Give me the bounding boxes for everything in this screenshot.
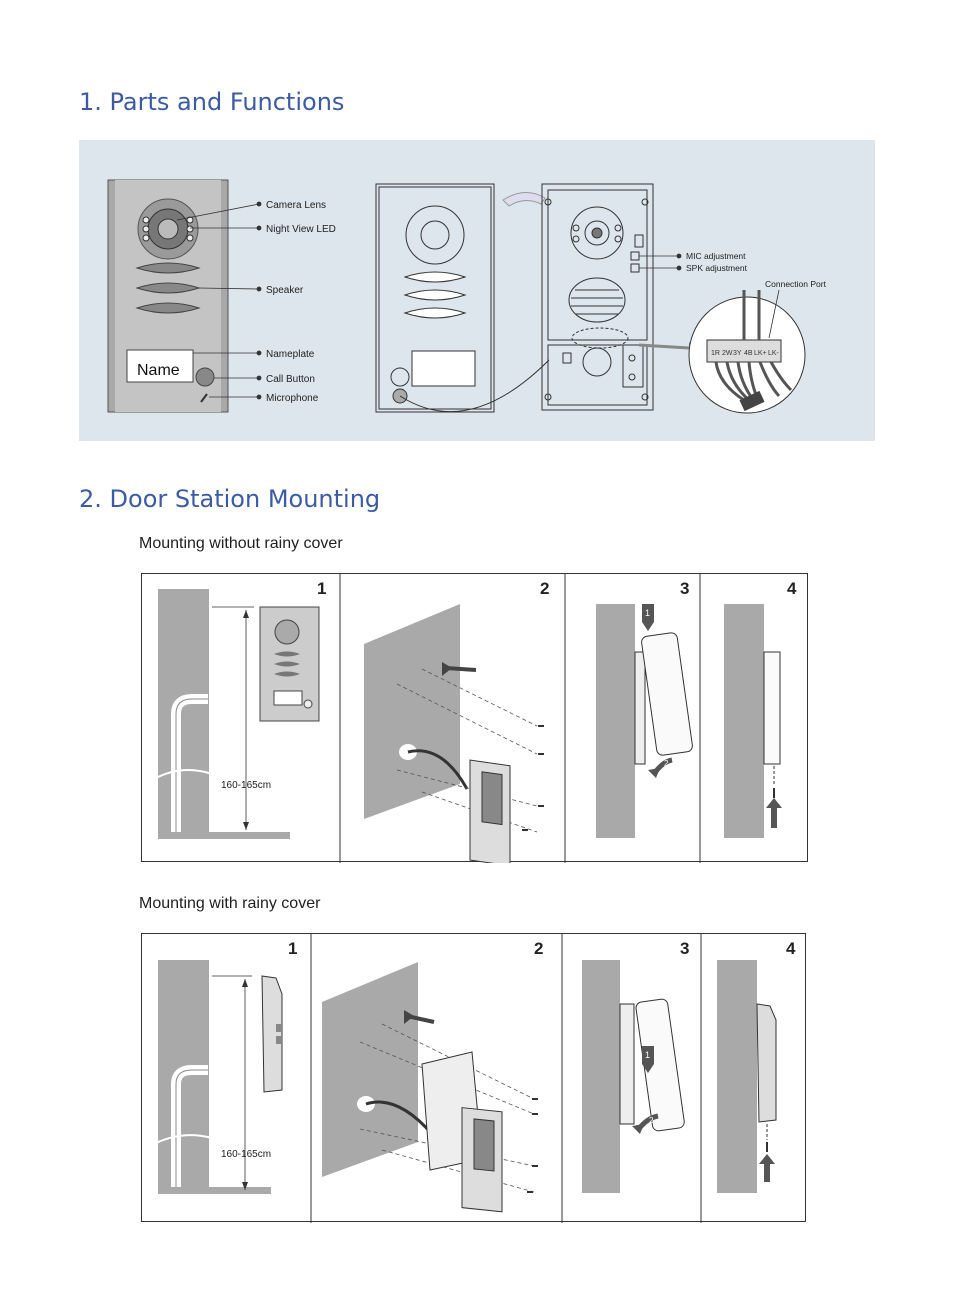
step-number-3: 3 bbox=[680, 579, 689, 598]
nameplate-text: Name bbox=[137, 362, 180, 379]
step-number-4: 4 bbox=[787, 579, 797, 598]
step-number-1: 1 bbox=[317, 579, 326, 598]
step4-fix-screw bbox=[724, 604, 782, 838]
terminal-2w: 2W bbox=[722, 350, 733, 357]
cover-step1-wall-height: 160-165cm bbox=[153, 960, 283, 1194]
rotate-arrow-icon bbox=[502, 192, 546, 207]
label-microphone: Microphone bbox=[266, 393, 319, 404]
cover-arrow-step-mark-2: 2 bbox=[649, 1116, 654, 1125]
terminal-4b: 4B bbox=[744, 350, 753, 357]
parts-functions-panel: Name Camera Lens Night View LED Speaker … bbox=[79, 140, 875, 441]
terminal-lk-plus: LK+ bbox=[754, 350, 767, 357]
mounting-steps-with-cover: 1 2 3 4 160-165cm bbox=[141, 933, 806, 1223]
terminal-lk-minus: LK- bbox=[768, 350, 780, 357]
connection-port-detail: 1R 2W 3Y 4B LK+ LK- bbox=[688, 289, 806, 414]
label-connection-port: Connection Port bbox=[765, 279, 827, 289]
step1-wall-height: 160-165cm bbox=[153, 589, 320, 839]
height-label: 160-165cm bbox=[221, 780, 271, 791]
step-number-2: 2 bbox=[540, 579, 549, 598]
door-station-back bbox=[541, 183, 654, 411]
label-speaker: Speaker bbox=[266, 285, 304, 296]
cover-step-number-2: 2 bbox=[534, 939, 543, 958]
terminal-3y: 3Y bbox=[733, 350, 742, 357]
arrow-step-mark-1: 1 bbox=[645, 608, 650, 618]
label-call-button: Call Button bbox=[266, 374, 315, 385]
section-title-mounting: 2. Door Station Mounting bbox=[79, 485, 381, 513]
cover-arrow-step-mark-1: 1 bbox=[645, 1050, 650, 1060]
cover-step2-drill-wall bbox=[322, 962, 538, 1213]
label-spk-adjustment: SPK adjustment bbox=[686, 263, 748, 273]
steps-without-cover-drawing: 1 2 3 4 160-165cm bbox=[153, 574, 797, 863]
cover-step-number-3: 3 bbox=[680, 939, 689, 958]
step3-hang-unit: 1 2 bbox=[596, 604, 693, 838]
label-night-view-led: Night View LED bbox=[266, 224, 336, 235]
cover-step4-fix-screw bbox=[717, 960, 777, 1193]
cover-step3-hang-unit: 1 2 bbox=[582, 960, 685, 1193]
section-title-parts: 1. Parts and Functions bbox=[79, 88, 345, 116]
label-nameplate: Nameplate bbox=[266, 349, 315, 360]
step2-drill-wall bbox=[364, 604, 544, 863]
cover-height-label: 160-165cm bbox=[221, 1149, 271, 1160]
cover-step-number-1: 1 bbox=[288, 939, 297, 958]
door-station-front: Name bbox=[107, 179, 229, 413]
steps-with-cover-drawing: 1 2 3 4 160-165cm bbox=[153, 934, 796, 1223]
mounting-steps-without-cover: 1 2 3 4 160-165cm bbox=[141, 573, 808, 863]
arrow-step-mark-2: 2 bbox=[664, 759, 669, 768]
label-mic-adjustment: MIC adjustment bbox=[686, 251, 746, 261]
cover-step-number-4: 4 bbox=[786, 939, 796, 958]
caption-without-cover: Mounting without rainy cover bbox=[139, 535, 343, 552]
caption-with-cover: Mounting with rainy cover bbox=[139, 895, 321, 912]
parts-diagram: Name Camera Lens Night View LED Speaker … bbox=[107, 179, 827, 414]
terminal-1r: 1R bbox=[711, 350, 720, 357]
label-camera-lens: Camera Lens bbox=[266, 200, 326, 211]
faceplate-outline bbox=[375, 183, 550, 413]
